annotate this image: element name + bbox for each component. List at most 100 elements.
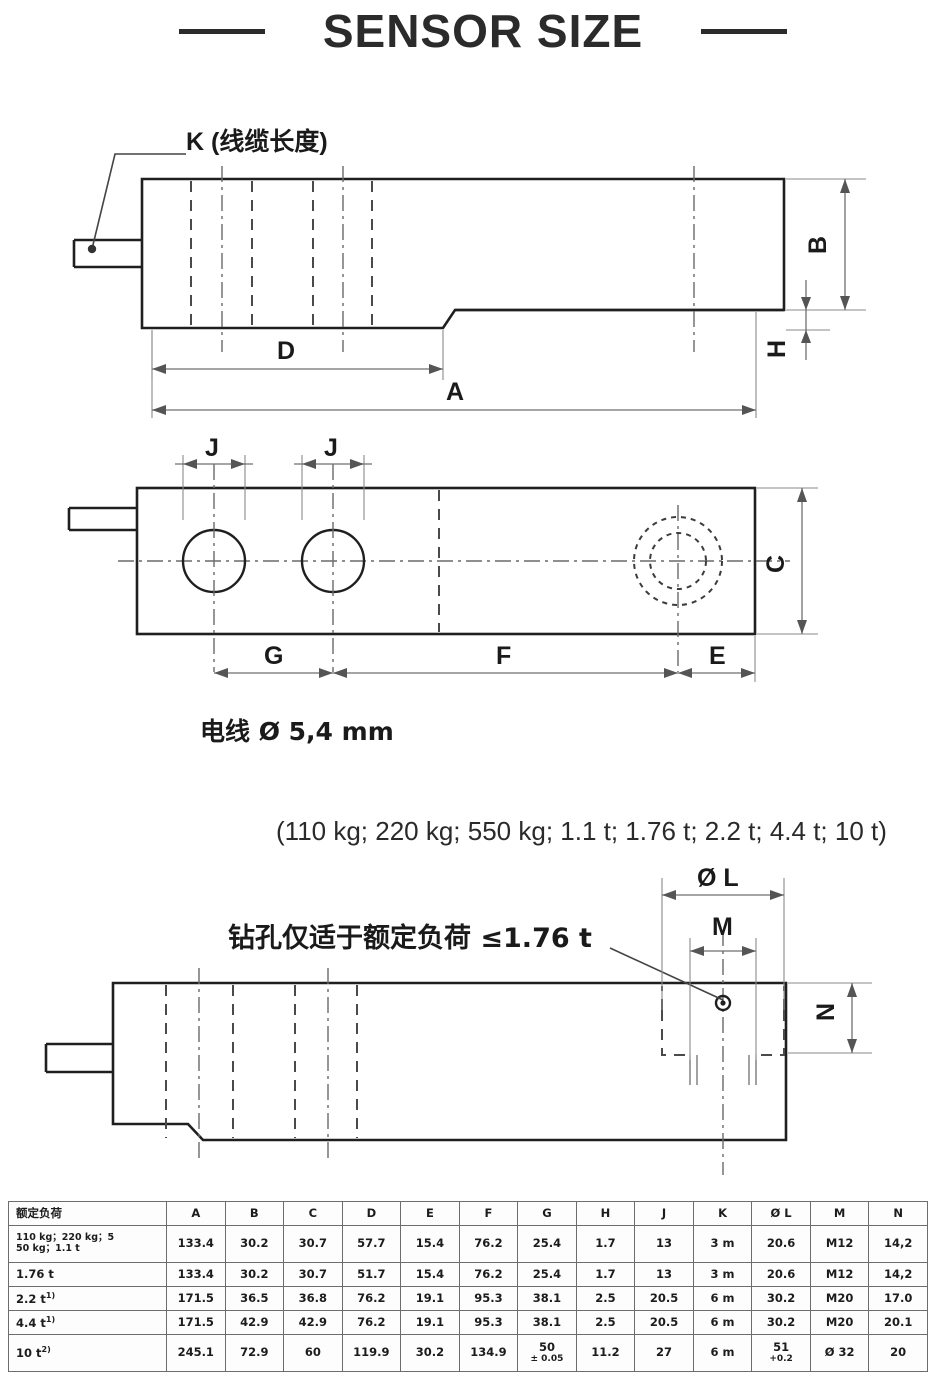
row-label-load: 10 t2) xyxy=(8,1334,167,1372)
cell-c: 60 xyxy=(283,1334,343,1372)
bottom-cable-stub xyxy=(44,1042,113,1074)
cell-c: 36.8 xyxy=(283,1286,343,1311)
cell-e: 15.4 xyxy=(400,1225,460,1263)
cell-a: 133.4 xyxy=(166,1262,226,1287)
dimension-C: C xyxy=(757,487,818,635)
drill-hole-marker xyxy=(714,994,732,1012)
cell-k: 6 m xyxy=(692,1286,753,1311)
label-dim-J2: J xyxy=(324,434,338,462)
cell-m: Ø 32 xyxy=(809,1334,870,1372)
dimension-N: N xyxy=(788,982,872,1054)
cell-l: 30.2 xyxy=(751,1286,811,1311)
dimension-J2: J xyxy=(294,434,372,520)
label-dim-J1: J xyxy=(205,434,219,462)
side-view: K (线缆长度) D A B xyxy=(72,127,866,418)
title-rule-right xyxy=(701,28,788,34)
cell-d: 76.2 xyxy=(341,1286,402,1311)
row-label-text: 10 t xyxy=(16,1346,42,1361)
row-label-line2: 50 kg；1.1 t xyxy=(16,1243,80,1254)
col-header-a: A xyxy=(166,1201,226,1226)
cell-m: M20 xyxy=(809,1310,870,1335)
row-label-text: 4.4 t xyxy=(16,1315,46,1330)
cell-k: 6 m xyxy=(692,1334,753,1372)
cell-n: 20.1 xyxy=(868,1310,928,1335)
cell-k: 3 m xyxy=(692,1262,753,1287)
threaded-hole-dashed-inner xyxy=(649,532,707,590)
cell-h: 2.5 xyxy=(575,1310,636,1335)
label-dim-N: N xyxy=(812,1003,840,1021)
cell-g-tolerance: ± 0.05 xyxy=(530,1354,564,1365)
bottom-view-hidden-lines xyxy=(165,985,358,1138)
table-header-row: 额定负荷 A B C D E F G H J K Ø L M N xyxy=(8,1201,928,1226)
row-label-load: 1.76 t xyxy=(8,1262,167,1287)
row-label-load: 110 kg；220 kg；5 50 kg；1.1 t xyxy=(8,1225,167,1263)
cell-a: 171.5 xyxy=(166,1310,226,1335)
row-label-footnote: 1) xyxy=(45,1314,56,1324)
cell-n: 14,2 xyxy=(868,1225,928,1263)
label-dim-G: G xyxy=(264,642,283,670)
cell-l: 51 +0.2 xyxy=(751,1334,811,1372)
cell-h: 1.7 xyxy=(575,1262,636,1287)
dimension-L: Ø L xyxy=(661,864,785,1010)
bottom-view-body-outline xyxy=(111,981,788,1142)
cell-f: 76.2 xyxy=(458,1225,519,1263)
col-header-j: J xyxy=(634,1201,694,1226)
col-header-l: Ø L xyxy=(751,1201,811,1226)
col-header-n: N xyxy=(868,1201,928,1226)
cell-h: 11.2 xyxy=(575,1334,636,1372)
label-dim-F: F xyxy=(496,642,511,670)
cell-j: 20.5 xyxy=(634,1286,694,1311)
cell-a: 133.4 xyxy=(166,1225,226,1263)
cell-l-tolerance: +0.2 xyxy=(769,1354,793,1365)
drill-hole-center-dot xyxy=(720,1000,726,1006)
cell-n: 20 xyxy=(868,1334,928,1372)
cell-f: 134.9 xyxy=(458,1334,519,1372)
cable-stub xyxy=(72,238,142,269)
cell-d: 51.7 xyxy=(341,1262,402,1287)
cable-diameter-caption: 电线 Ø 5,4 mm xyxy=(200,717,394,746)
drill-note-text: 钻孔仅适于额定负荷 ≤1.76 t xyxy=(228,922,592,954)
table-row: 10 t2) 245.1 72.9 60 119.9 30.2 134.9 50… xyxy=(8,1334,928,1372)
page-title-bar: SENSOR SIZE xyxy=(0,0,936,62)
cell-b: 30.2 xyxy=(224,1225,285,1263)
side-view-body-outline xyxy=(140,177,786,330)
col-header-f: F xyxy=(458,1201,519,1226)
table-row: 1.76 t 133.4 30.2 30.7 51.7 15.4 76.2 25… xyxy=(8,1262,928,1287)
cell-m: M12 xyxy=(809,1225,870,1263)
cell-e: 15.4 xyxy=(400,1262,460,1287)
row-label-footnote: 2) xyxy=(41,1345,51,1355)
bottom-view: 钻孔仅适于额定负荷 ≤1.76 t Ø L M N xyxy=(44,864,872,1175)
label-dim-B: B xyxy=(804,236,832,254)
label-cable-length: K (线缆长度) xyxy=(186,127,328,156)
col-header-e: E xyxy=(400,1201,460,1226)
dimension-F: F xyxy=(333,642,678,678)
col-header-g: G xyxy=(517,1201,577,1226)
cell-e: 30.2 xyxy=(400,1334,460,1372)
cell-d: 57.7 xyxy=(341,1225,402,1263)
spec-table: 额定负荷 A B C D E F G H J K Ø L M N 110 kg；… xyxy=(8,1201,928,1372)
bottom-view-center-lines xyxy=(198,930,724,1175)
cable-leader-dot xyxy=(87,244,97,254)
col-header-b: B xyxy=(224,1201,285,1226)
cell-g: 25.4 xyxy=(517,1262,577,1287)
dimension-A: A xyxy=(151,312,757,418)
dimension-H: H xyxy=(763,280,830,360)
cell-e: 19.1 xyxy=(400,1310,460,1335)
cell-a: 245.1 xyxy=(166,1334,226,1372)
row-label-line1: 110 kg；220 kg；5 xyxy=(16,1232,115,1244)
spec-table-container: 额定负荷 A B C D E F G H J K Ø L M N 110 kg；… xyxy=(8,1201,928,1372)
side-view-center-lines xyxy=(221,166,695,352)
threaded-hole-dashed-outer xyxy=(633,516,723,606)
cell-h: 1.7 xyxy=(575,1225,636,1263)
cell-f: 95.3 xyxy=(458,1286,519,1311)
cell-f: 95.3 xyxy=(458,1310,519,1335)
cell-m: M12 xyxy=(809,1262,870,1287)
cell-j: 27 xyxy=(634,1334,694,1372)
row-label-text: 2.2 t xyxy=(16,1291,46,1306)
col-header-load: 额定负荷 xyxy=(8,1201,167,1226)
plan-cable-stub xyxy=(67,506,137,532)
row-label-load: 2.2 t1) xyxy=(8,1286,167,1311)
cell-k: 6 m xyxy=(692,1310,753,1335)
cell-b: 42.9 xyxy=(224,1310,285,1335)
label-dim-M: M xyxy=(712,913,733,941)
